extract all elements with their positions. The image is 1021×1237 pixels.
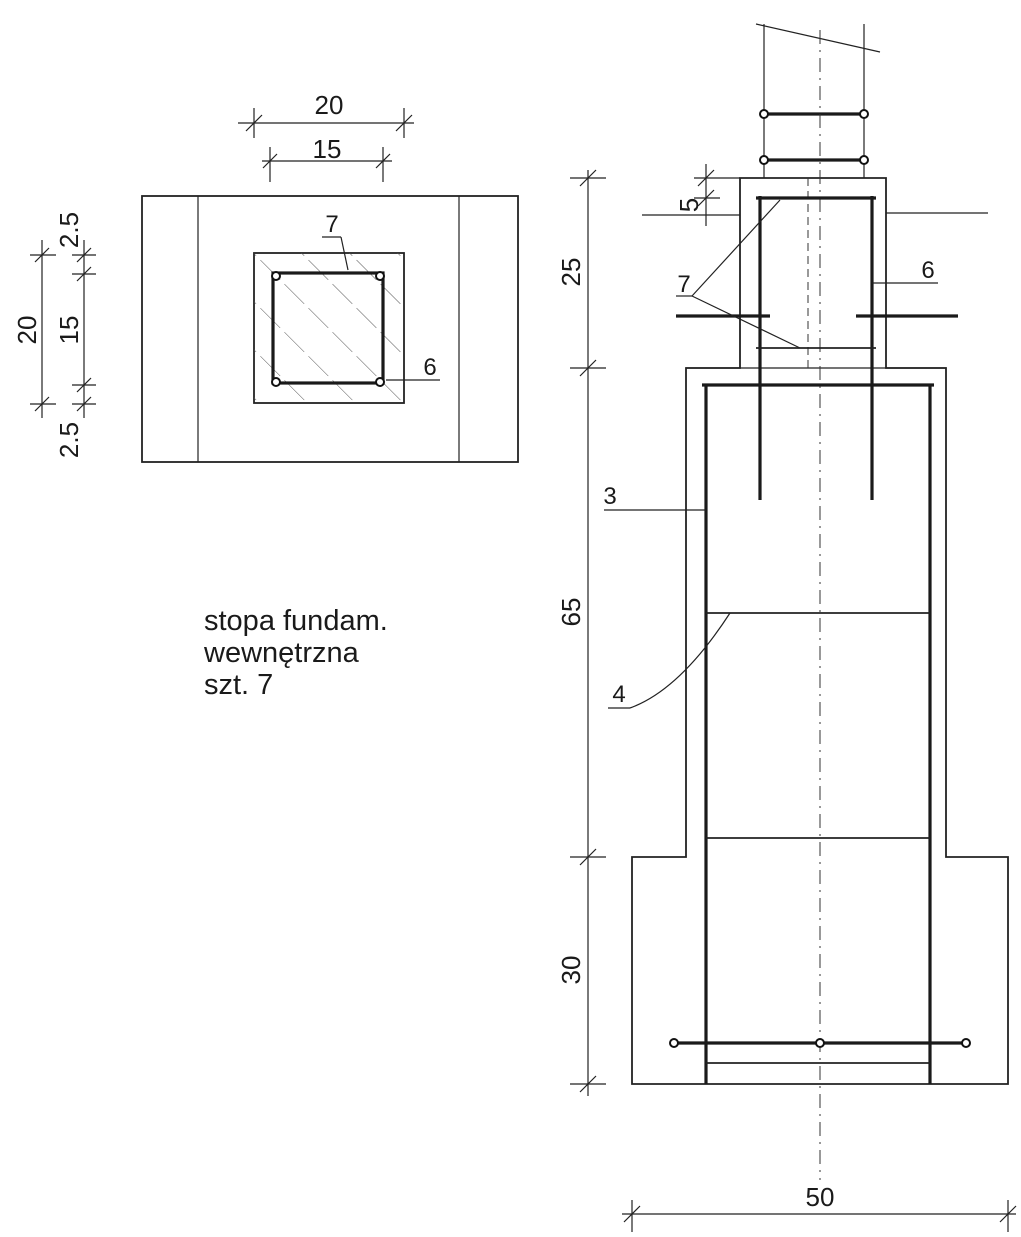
plan-leader-6: 6 <box>386 354 440 381</box>
section-leader-3: 3 <box>603 483 706 511</box>
label-3: 3 <box>603 483 616 510</box>
section-view: 25 65 30 5 50 7 <box>556 23 1017 1232</box>
dim-text-15-top: 15 <box>313 134 342 164</box>
section-leader-7: 7 <box>676 199 801 349</box>
section-leader-4: 4 <box>608 612 731 709</box>
plan-rebar-dot <box>271 377 281 387</box>
label-7-plan: 7 <box>325 211 338 238</box>
plan-dim-top-outer: 20 <box>238 90 414 138</box>
label-4: 4 <box>612 681 625 708</box>
plan-leader-7: 7 <box>322 211 349 271</box>
dim-text-20-left: 20 <box>12 316 42 345</box>
dim-text-15-left: 15 <box>54 316 84 345</box>
plan-dim-top-inner: 15 <box>262 134 392 182</box>
caption: stopa fundam. wewnętrzna szt. 7 <box>203 605 388 701</box>
label-6-section: 6 <box>921 257 934 284</box>
dim-text-5: 5 <box>674 198 704 212</box>
bottom-rebar-dot <box>815 1038 825 1048</box>
caption-line-3: szt. 7 <box>204 669 273 701</box>
caption-line-1: stopa fundam. <box>204 605 388 637</box>
plan-stirrup <box>271 271 385 385</box>
plan-rebar-dot <box>271 271 281 281</box>
dim-text-25: 25 <box>556 258 586 287</box>
caption-line-2: wewnętrzna <box>203 637 360 669</box>
section-dim-width: 50 <box>622 1182 1017 1232</box>
dim-text-2-5-bottom: 2.5 <box>54 422 84 458</box>
plan-rebar-dot <box>375 377 385 387</box>
plan-rebar-dot <box>375 271 385 281</box>
plan-dim-left-inner: 15 2.5 2.5 <box>54 212 96 458</box>
dim-text-50: 50 <box>806 1182 835 1212</box>
dim-text-2-5-top: 2.5 <box>54 212 84 248</box>
dim-text-30: 30 <box>556 956 586 985</box>
timber-post <box>755 23 881 178</box>
section-dim-vertical: 25 65 30 <box>556 169 606 1096</box>
plan-dim-left-outer: 20 <box>12 240 56 418</box>
plan-view: 20 15 20 15 <box>12 90 519 463</box>
section-dim-cover: 5 <box>674 164 740 226</box>
section-leader-6: 6 <box>872 257 938 284</box>
dim-text-20-top: 20 <box>315 90 344 120</box>
dim-text-65: 65 <box>556 598 586 627</box>
bottom-rebar-dot <box>961 1038 971 1048</box>
label-6-plan: 6 <box>423 354 436 381</box>
bottom-rebar-dot <box>669 1038 679 1048</box>
label-7-section: 7 <box>677 271 690 298</box>
plan-outline <box>141 195 519 463</box>
